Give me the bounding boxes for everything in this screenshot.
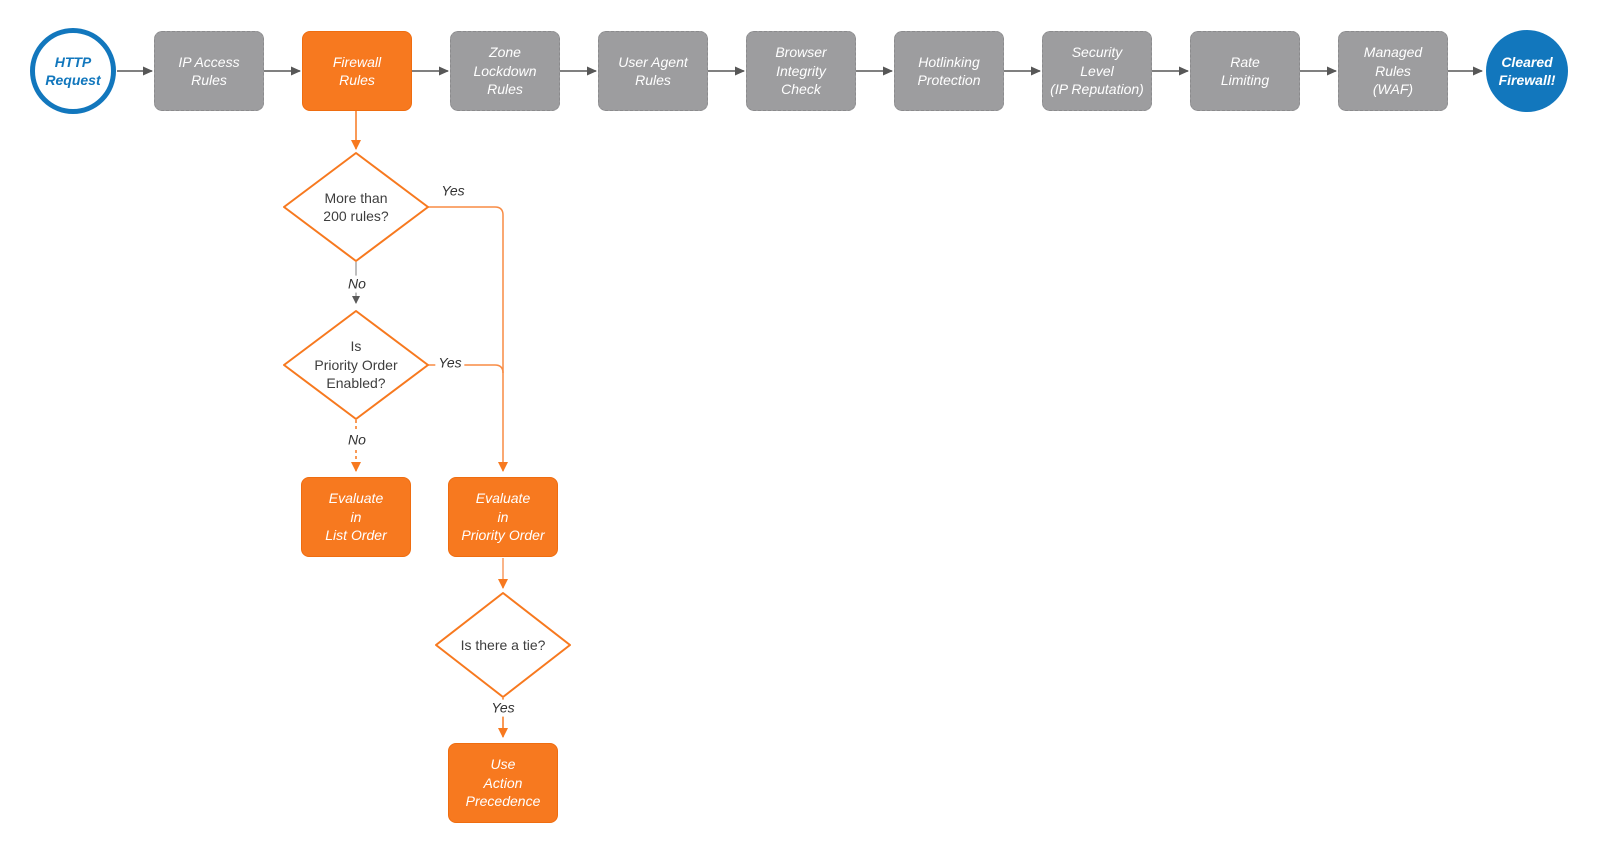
- node-user-agent-rules: User Agent Rules: [598, 31, 708, 111]
- node-evaluate-list-order: Evaluate in List Order: [301, 477, 411, 557]
- edge-label-rule-count-no: No: [345, 275, 369, 293]
- diamond-priority-order-shape: [283, 310, 429, 420]
- edge-label-tie-yes: Yes: [488, 699, 518, 717]
- node-security-level: Security Level (IP Reputation): [1042, 31, 1152, 111]
- diamond-rule-count-shape: [283, 152, 429, 262]
- node-browser-integrity-check: Browser Integrity Check: [746, 31, 856, 111]
- node-evaluate-priority-order: Evaluate in Priority Order: [448, 477, 558, 557]
- node-cleared-firewall: Cleared Firewall!: [1486, 30, 1568, 112]
- node-use-action-precedence: Use Action Precedence: [448, 743, 558, 823]
- node-managed-rules-waf: Managed Rules (WAF): [1338, 31, 1448, 111]
- node-hotlinking-protection: Hotlinking Protection: [894, 31, 1004, 111]
- node-http-request: HTTP Request: [30, 28, 116, 114]
- node-ip-access-rules: IP Access Rules: [154, 31, 264, 111]
- edge-label-priority-no: No: [345, 431, 369, 449]
- diamond-priority-order-label: Is Priority Order Enabled?: [314, 338, 398, 392]
- diamond-rule-count-label: More than 200 rules?: [323, 189, 389, 224]
- node-firewall-rules: Firewall Rules: [302, 31, 412, 111]
- edge-label-rule-count-yes: Yes: [441, 182, 465, 199]
- node-zone-lockdown-rules: Zone Lockdown Rules: [450, 31, 560, 111]
- node-rate-limiting: Rate Limiting: [1190, 31, 1300, 111]
- diamond-tie-label: Is there a tie?: [460, 636, 546, 653]
- edge-priority-yes-join: [428, 364, 504, 374]
- edge-label-priority-yes: Yes: [435, 354, 465, 372]
- diamond-tie-shape: [435, 592, 571, 698]
- edge-rule-count-yes: [428, 206, 508, 472]
